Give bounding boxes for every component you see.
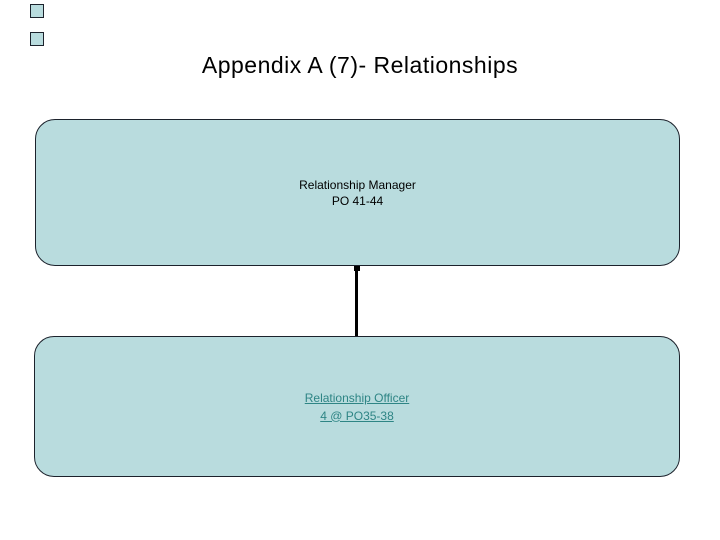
officer-title-line[interactable]: Relationship Officer	[304, 390, 410, 405]
corner-decoration-square	[30, 32, 44, 46]
manager-grade-line: PO 41-44	[331, 193, 384, 208]
officer-box: Relationship Officer 4 @ PO35-38	[34, 336, 680, 477]
corner-decoration-square	[30, 4, 44, 18]
manager-box: Relationship Manager PO 41-44	[35, 119, 680, 266]
slide-title: Appendix A (7)- Relationships	[201, 52, 519, 78]
officer-link[interactable]: Relationship Officer 4 @ PO35-38	[305, 389, 410, 425]
officer-grade-line[interactable]: 4 @ PO35-38	[320, 408, 394, 423]
manager-box-text: Relationship Manager PO 41-44	[299, 177, 416, 209]
manager-title-line: Relationship Manager	[299, 177, 416, 192]
connector-line	[354, 266, 360, 336]
